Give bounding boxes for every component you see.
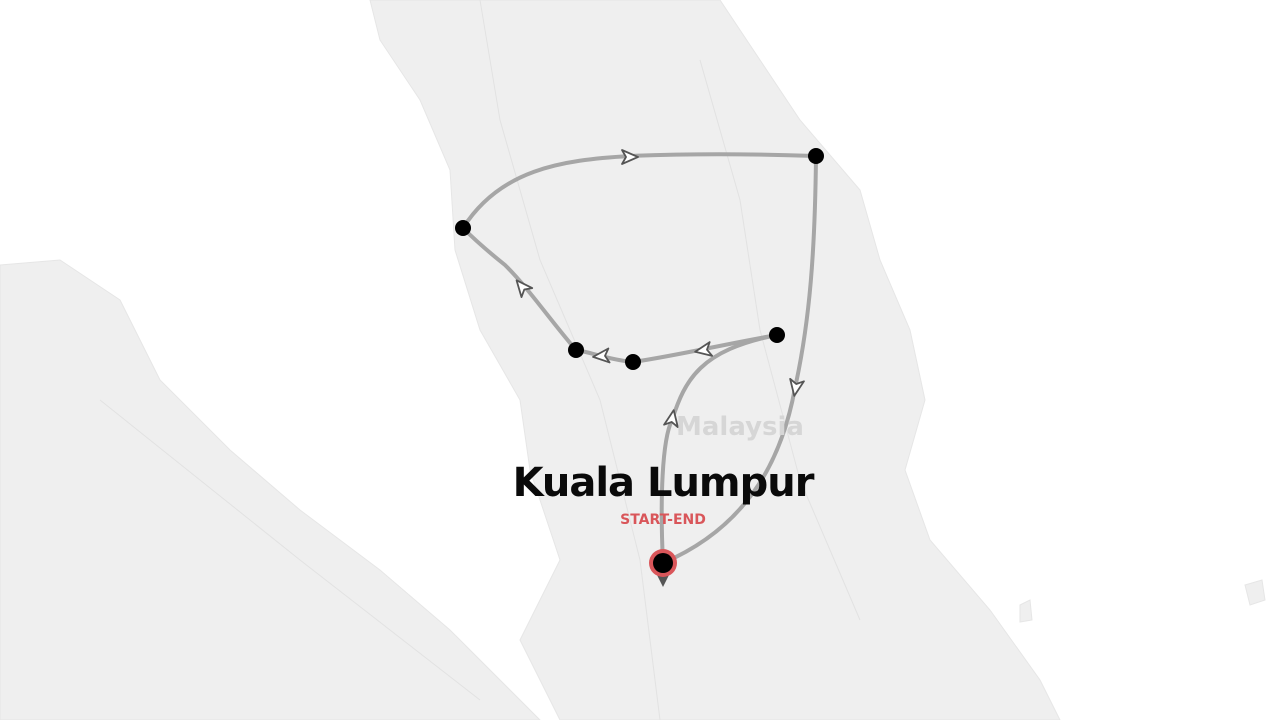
malay-peninsula: [369, 0, 1061, 720]
route-leg: [574, 333, 779, 365]
country-label: Malaysia: [676, 412, 804, 442]
start-end-tag: START-END: [620, 512, 706, 528]
arrow-icon: [663, 409, 679, 429]
arrow-icon: [694, 341, 714, 357]
waypoint-marker[interactable]: [769, 327, 785, 343]
waypoint-marker[interactable]: [568, 342, 584, 358]
waypoint-marker[interactable]: [808, 148, 824, 164]
island: [1244, 579, 1266, 606]
road: [479, 0, 661, 720]
arrow-icon: [789, 377, 805, 397]
arrow-icon: [592, 347, 611, 364]
waypoints: [455, 148, 824, 587]
direction-arrows: [515, 149, 805, 429]
waypoint-marker[interactable]: [625, 354, 641, 370]
route-leg: [461, 226, 578, 352]
road: [99, 399, 481, 701]
waypoint-marker[interactable]: [455, 220, 471, 236]
start-pointer-icon: [657, 575, 669, 587]
start-end-marker-core: [653, 553, 673, 573]
island: [1019, 599, 1033, 623]
sumatra: [0, 259, 541, 720]
city-label: Kuala Lumpur: [512, 460, 815, 506]
arrow-icon: [621, 149, 639, 165]
arrow-icon: [515, 279, 534, 298]
